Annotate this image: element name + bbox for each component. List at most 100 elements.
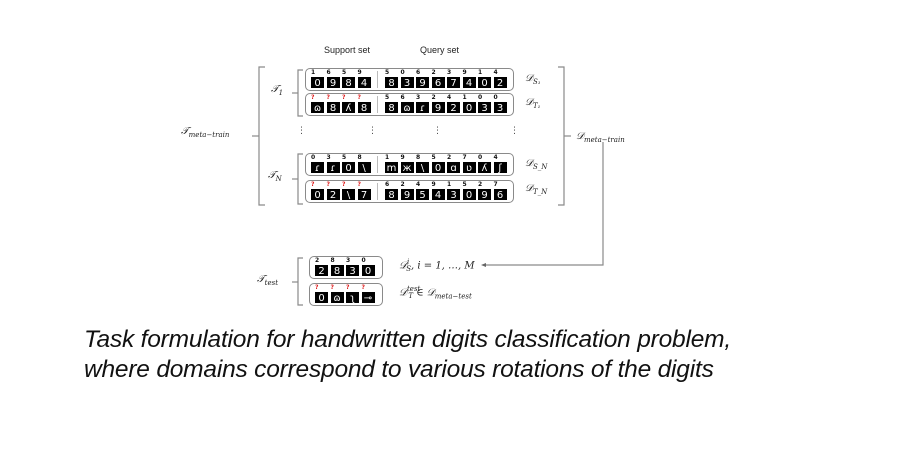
query-label: 8 bbox=[416, 154, 421, 161]
query-label: 9 bbox=[431, 181, 436, 188]
query-digit-image: 3 bbox=[399, 76, 415, 89]
query-label: 5 bbox=[462, 181, 467, 188]
support-label: 9 bbox=[357, 69, 362, 76]
dt1-label: 𝒟T₁ bbox=[525, 97, 541, 110]
query-label: 4 bbox=[416, 181, 421, 188]
query-digit-image: m bbox=[384, 161, 399, 174]
query-label: 7 bbox=[493, 181, 498, 188]
ds-test-label: 𝒟iS, i = 1, …, M bbox=[399, 258, 475, 274]
query-digit-image: 8 bbox=[384, 76, 399, 89]
support-digit-image: ʎ bbox=[341, 101, 356, 114]
caption-line-2: where domains correspond to various rota… bbox=[84, 356, 714, 383]
query-digit-image: 7 bbox=[446, 76, 461, 89]
ellipsis-query-1: ⋮ bbox=[368, 126, 377, 136]
support-digit-image: 4 bbox=[356, 76, 372, 89]
support-digit-image: 0 bbox=[314, 291, 329, 304]
query-label: 4 bbox=[493, 69, 498, 76]
dsn-label: 𝒟S_N bbox=[525, 158, 548, 171]
query-digit-image: 9 bbox=[477, 188, 492, 201]
t-meta-train-label: 𝒯meta−train bbox=[181, 126, 230, 139]
query-digit-image: 3 bbox=[477, 101, 492, 114]
meta-train-right-bracket bbox=[558, 66, 565, 206]
query-label: 7 bbox=[462, 154, 467, 161]
query-set-header: Query set bbox=[420, 45, 460, 55]
test-target-card: ?0?ɷ?ʅ?⊸ bbox=[309, 283, 383, 306]
test-brace bbox=[297, 257, 303, 306]
support-query-divider bbox=[377, 183, 378, 200]
query-label: 2 bbox=[447, 154, 452, 161]
query-label: 1 bbox=[478, 69, 483, 76]
query-label: 5 bbox=[385, 94, 390, 101]
support-label: 6 bbox=[326, 69, 331, 76]
query-label: 3 bbox=[416, 94, 421, 101]
query-digit-image: 8 bbox=[384, 188, 399, 201]
support-digit-image: 2 bbox=[325, 188, 341, 201]
support-digit-image: 8 bbox=[341, 76, 356, 89]
caption-line-1: Task formulation for handwritten digits … bbox=[84, 326, 731, 353]
query-label: 0 bbox=[478, 94, 483, 101]
support-digit-image: 8 bbox=[329, 264, 345, 277]
query-label: 1 bbox=[385, 154, 390, 161]
query-digit-image: 2 bbox=[446, 101, 461, 114]
support-label: 3 bbox=[346, 257, 351, 264]
query-digit-image: 0 bbox=[461, 101, 477, 114]
support-label: ? bbox=[361, 284, 365, 291]
query-label: 6 bbox=[400, 94, 405, 101]
query-digit-image: 9 bbox=[399, 188, 415, 201]
arrow-head-icon bbox=[481, 263, 486, 267]
query-digit-image: 0 bbox=[477, 76, 492, 89]
query-digit-image: 9 bbox=[415, 76, 430, 89]
query-digit-image: ɑ bbox=[446, 161, 461, 174]
support-digit-image: 9 bbox=[325, 76, 341, 89]
d-meta-train-label: 𝒟meta−train bbox=[576, 131, 625, 144]
support-digit-image: 7 bbox=[356, 188, 372, 201]
ellipsis-query-2: ⋮ bbox=[433, 126, 442, 136]
query-label: 0 bbox=[493, 94, 498, 101]
query-label: 3 bbox=[447, 69, 452, 76]
ellipsis-support: ⋮ bbox=[297, 126, 306, 136]
query-digit-image: 2 bbox=[492, 76, 508, 89]
meta-train-left-bracket bbox=[258, 66, 265, 206]
support-label: ? bbox=[342, 94, 346, 101]
query-digit-image: ж bbox=[399, 161, 415, 174]
query-label: 2 bbox=[431, 69, 436, 76]
query-label: 4 bbox=[447, 94, 452, 101]
support-label: 8 bbox=[330, 257, 335, 264]
support-label: ? bbox=[326, 181, 330, 188]
query-digit-image: 8 bbox=[384, 101, 399, 114]
support-digit-image: 8 bbox=[325, 101, 341, 114]
query-label: 6 bbox=[416, 69, 421, 76]
support-label: ? bbox=[330, 284, 334, 291]
support-digit-image: ʅ bbox=[345, 291, 360, 304]
support-label: 8 bbox=[357, 154, 362, 161]
query-digit-image: ʎ bbox=[477, 161, 492, 174]
support-digit-image: ⊸ bbox=[360, 291, 376, 304]
query-digit-image: 6 bbox=[492, 188, 508, 201]
support-digit-image: ɷ bbox=[329, 291, 345, 304]
support-digit-image: 2 bbox=[314, 264, 329, 277]
support-label: 2 bbox=[315, 257, 320, 264]
query-digit-image: ɾ bbox=[415, 101, 430, 114]
dt-test-label: 𝒟testT ∈ 𝒟meta−test bbox=[399, 285, 472, 301]
query-label: 5 bbox=[431, 154, 436, 161]
support-set-header: Support set bbox=[324, 45, 371, 55]
query-digit-image: 5 bbox=[415, 188, 430, 201]
support-digit-image: \ bbox=[341, 188, 356, 201]
support-digit-image: 3 bbox=[345, 264, 360, 277]
query-label: 0 bbox=[400, 69, 405, 76]
query-digit-image: \ bbox=[415, 161, 430, 174]
support-label: 3 bbox=[326, 154, 331, 161]
query-label: 0 bbox=[478, 154, 483, 161]
query-label: 1 bbox=[462, 94, 467, 101]
figure-caption: Task formulation for handwritten digits … bbox=[84, 325, 731, 385]
support-digit-image: ɷ bbox=[310, 101, 325, 114]
support-label: 0 bbox=[361, 257, 366, 264]
support-digit-image: 0 bbox=[341, 161, 356, 174]
support-query-divider bbox=[377, 71, 378, 88]
query-label: 9 bbox=[400, 154, 405, 161]
